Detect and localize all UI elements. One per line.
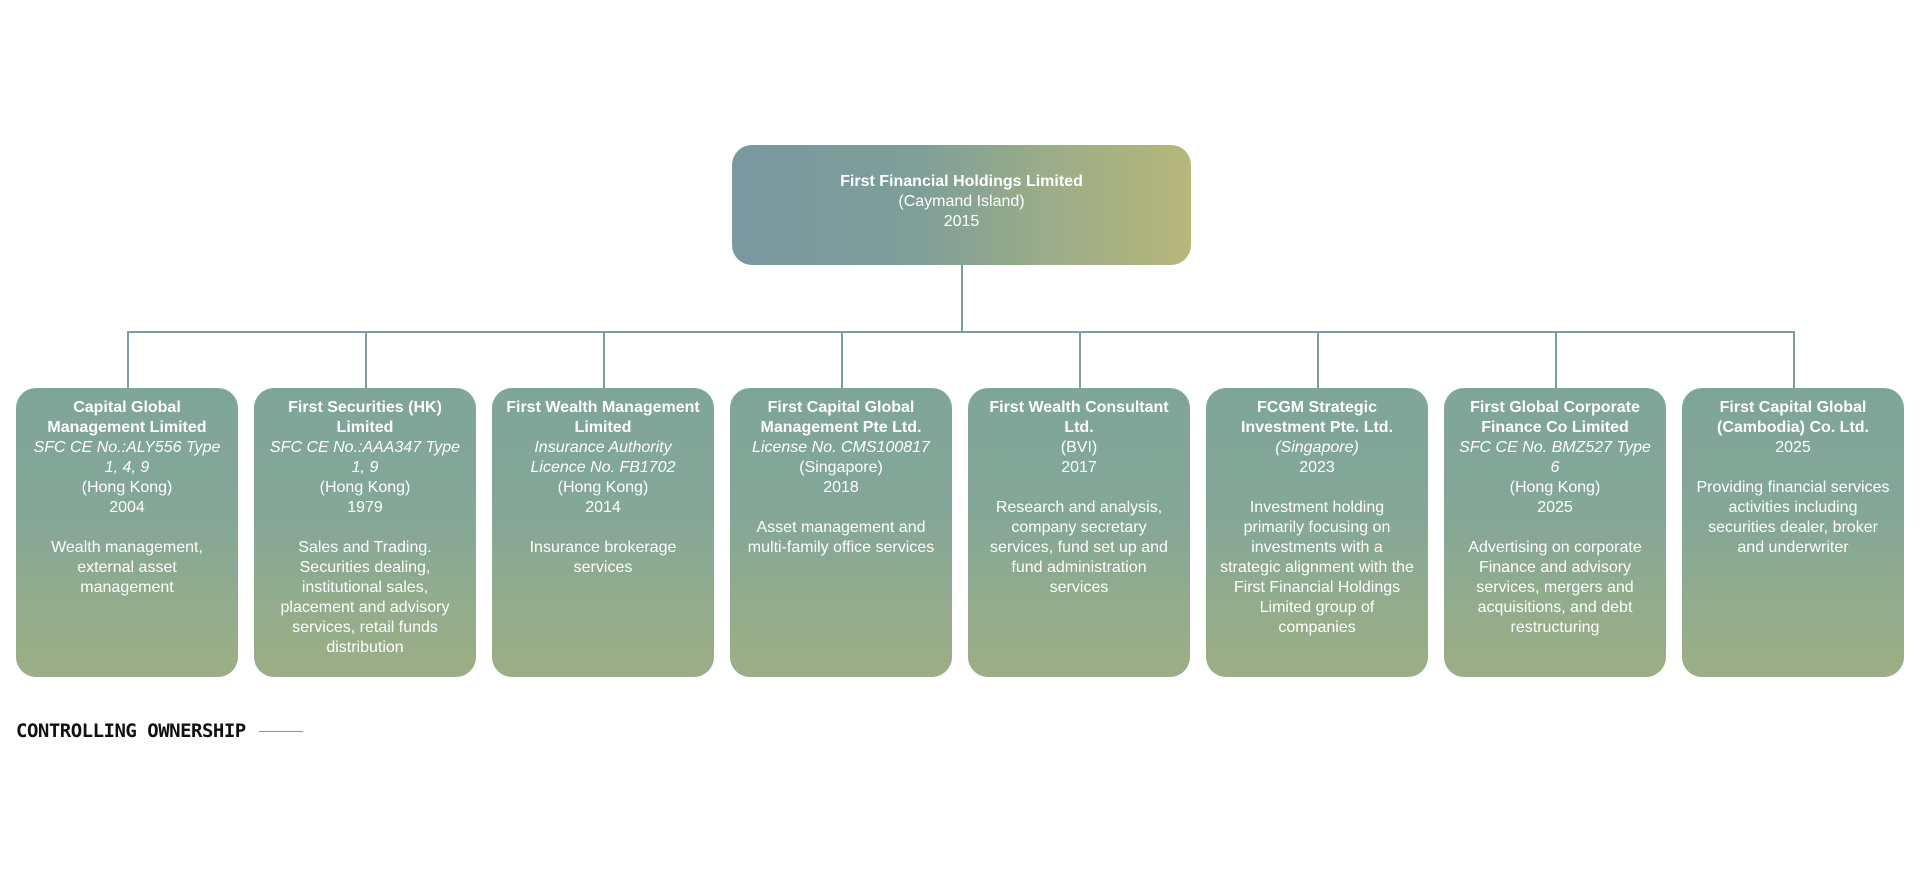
subsidiary-name: First Wealth Management Limited — [506, 399, 700, 436]
legend-label: CONTROLLING OWNERSHIP — [16, 720, 246, 742]
subsidiary-license: SFC CE No. BMZ527 Type 6 — [1459, 439, 1651, 476]
connector-trunk — [961, 265, 963, 333]
subsidiary-license: Insurance Authority Licence No. FB1702 — [530, 439, 676, 476]
connector-drop — [1317, 331, 1319, 388]
subsidiary-description: Insurance brokerage services — [529, 539, 677, 576]
subsidiary-name: First Securities (HK) Limited — [288, 399, 442, 436]
subsidiary-description: Asset management and multi-family office… — [747, 519, 935, 556]
subsidiary-card: First Wealth Consultant Ltd. (BVI) 2017 … — [968, 388, 1190, 677]
subsidiary-year: 2023 — [1299, 459, 1335, 476]
parent-company-year: 2015 — [943, 213, 980, 230]
subsidiary-name: First Capital Global Management Pte Ltd. — [760, 399, 922, 436]
connector-drop — [1555, 331, 1557, 388]
subsidiary-jurisdiction: (BVI) — [1060, 439, 1098, 456]
subsidiary-description: Wealth management, external asset manage… — [51, 539, 203, 596]
subsidiary-description: Providing financial services activities … — [1696, 479, 1890, 556]
subsidiary-name: Capital Global Management Limited — [47, 399, 207, 436]
subsidiary-year: 2014 — [585, 499, 621, 516]
subsidiary-description: Research and analysis, company secretary… — [990, 499, 1168, 596]
connector-drop — [365, 331, 367, 388]
subsidiary-year: 2018 — [823, 479, 859, 496]
subsidiary-description: Advertising on corporate Finance and adv… — [1468, 539, 1642, 636]
subsidiary-license: SFC CE No.:AAA347 Type 1, 9 — [270, 439, 460, 476]
subsidiary-jurisdiction: (Hong Kong) — [81, 479, 173, 496]
subsidiary-card: FCGM Strategic Investment Pte. Ltd. (Sin… — [1206, 388, 1428, 677]
subsidiary-year: 2025 — [1775, 439, 1811, 456]
parent-company-jurisdiction: (Caymand Island) — [898, 193, 1025, 210]
subsidiary-jurisdiction: (Hong Kong) — [319, 479, 411, 496]
subsidiary-card: First Wealth Management Limited Insuranc… — [492, 388, 714, 677]
subsidiary-license: (Singapore) — [1275, 439, 1359, 456]
subsidiary-year: 2017 — [1061, 459, 1097, 476]
subsidiary-year: 2025 — [1537, 499, 1573, 516]
subsidiary-license: License No. CMS100817 — [752, 439, 930, 456]
subsidiary-jurisdiction: (Hong Kong) — [1509, 479, 1601, 496]
parent-company-name: First Financial Holdings Limited — [840, 173, 1083, 190]
connector-drop — [603, 331, 605, 388]
subsidiary-year: 1979 — [347, 499, 383, 516]
subsidiary-name: FCGM Strategic Investment Pte. Ltd. — [1240, 399, 1394, 436]
subsidiary-card: First Global Corporate Finance Co Limite… — [1444, 388, 1666, 677]
connector-drop — [1079, 331, 1081, 388]
subsidiary-card: First Capital Global Management Pte Ltd.… — [730, 388, 952, 677]
subsidiary-card: First Capital Global (Cambodia) Co. Ltd.… — [1682, 388, 1904, 677]
legend-line — [258, 730, 303, 732]
subsidiary-year: 2004 — [109, 499, 145, 516]
connector-bus — [127, 331, 1795, 333]
connector-drop — [1793, 331, 1795, 388]
subsidiary-description: Investment holding primarily focusing on… — [1220, 499, 1414, 636]
parent-company-box: First Financial Holdings Limited (Cayman… — [732, 145, 1191, 265]
subsidiary-jurisdiction: (Hong Kong) — [557, 479, 649, 496]
subsidiary-jurisdiction: (Singapore) — [799, 459, 883, 476]
subsidiary-description: Sales and Trading. Securities dealing, i… — [280, 539, 450, 656]
legend: CONTROLLING OWNERSHIP — [16, 720, 303, 742]
subsidiary-card: First Securities (HK) Limited SFC CE No.… — [254, 388, 476, 677]
subsidiary-card: Capital Global Management Limited SFC CE… — [16, 388, 238, 677]
connector-drop — [841, 331, 843, 388]
subsidiary-license: SFC CE No.:ALY556 Type 1, 4, 9 — [33, 439, 221, 476]
connector-drop — [127, 331, 129, 388]
subsidiary-name: First Capital Global (Cambodia) Co. Ltd. — [1717, 399, 1869, 436]
subsidiary-name: First Wealth Consultant Ltd. — [989, 399, 1169, 436]
subsidiary-name: First Global Corporate Finance Co Limite… — [1470, 399, 1640, 436]
